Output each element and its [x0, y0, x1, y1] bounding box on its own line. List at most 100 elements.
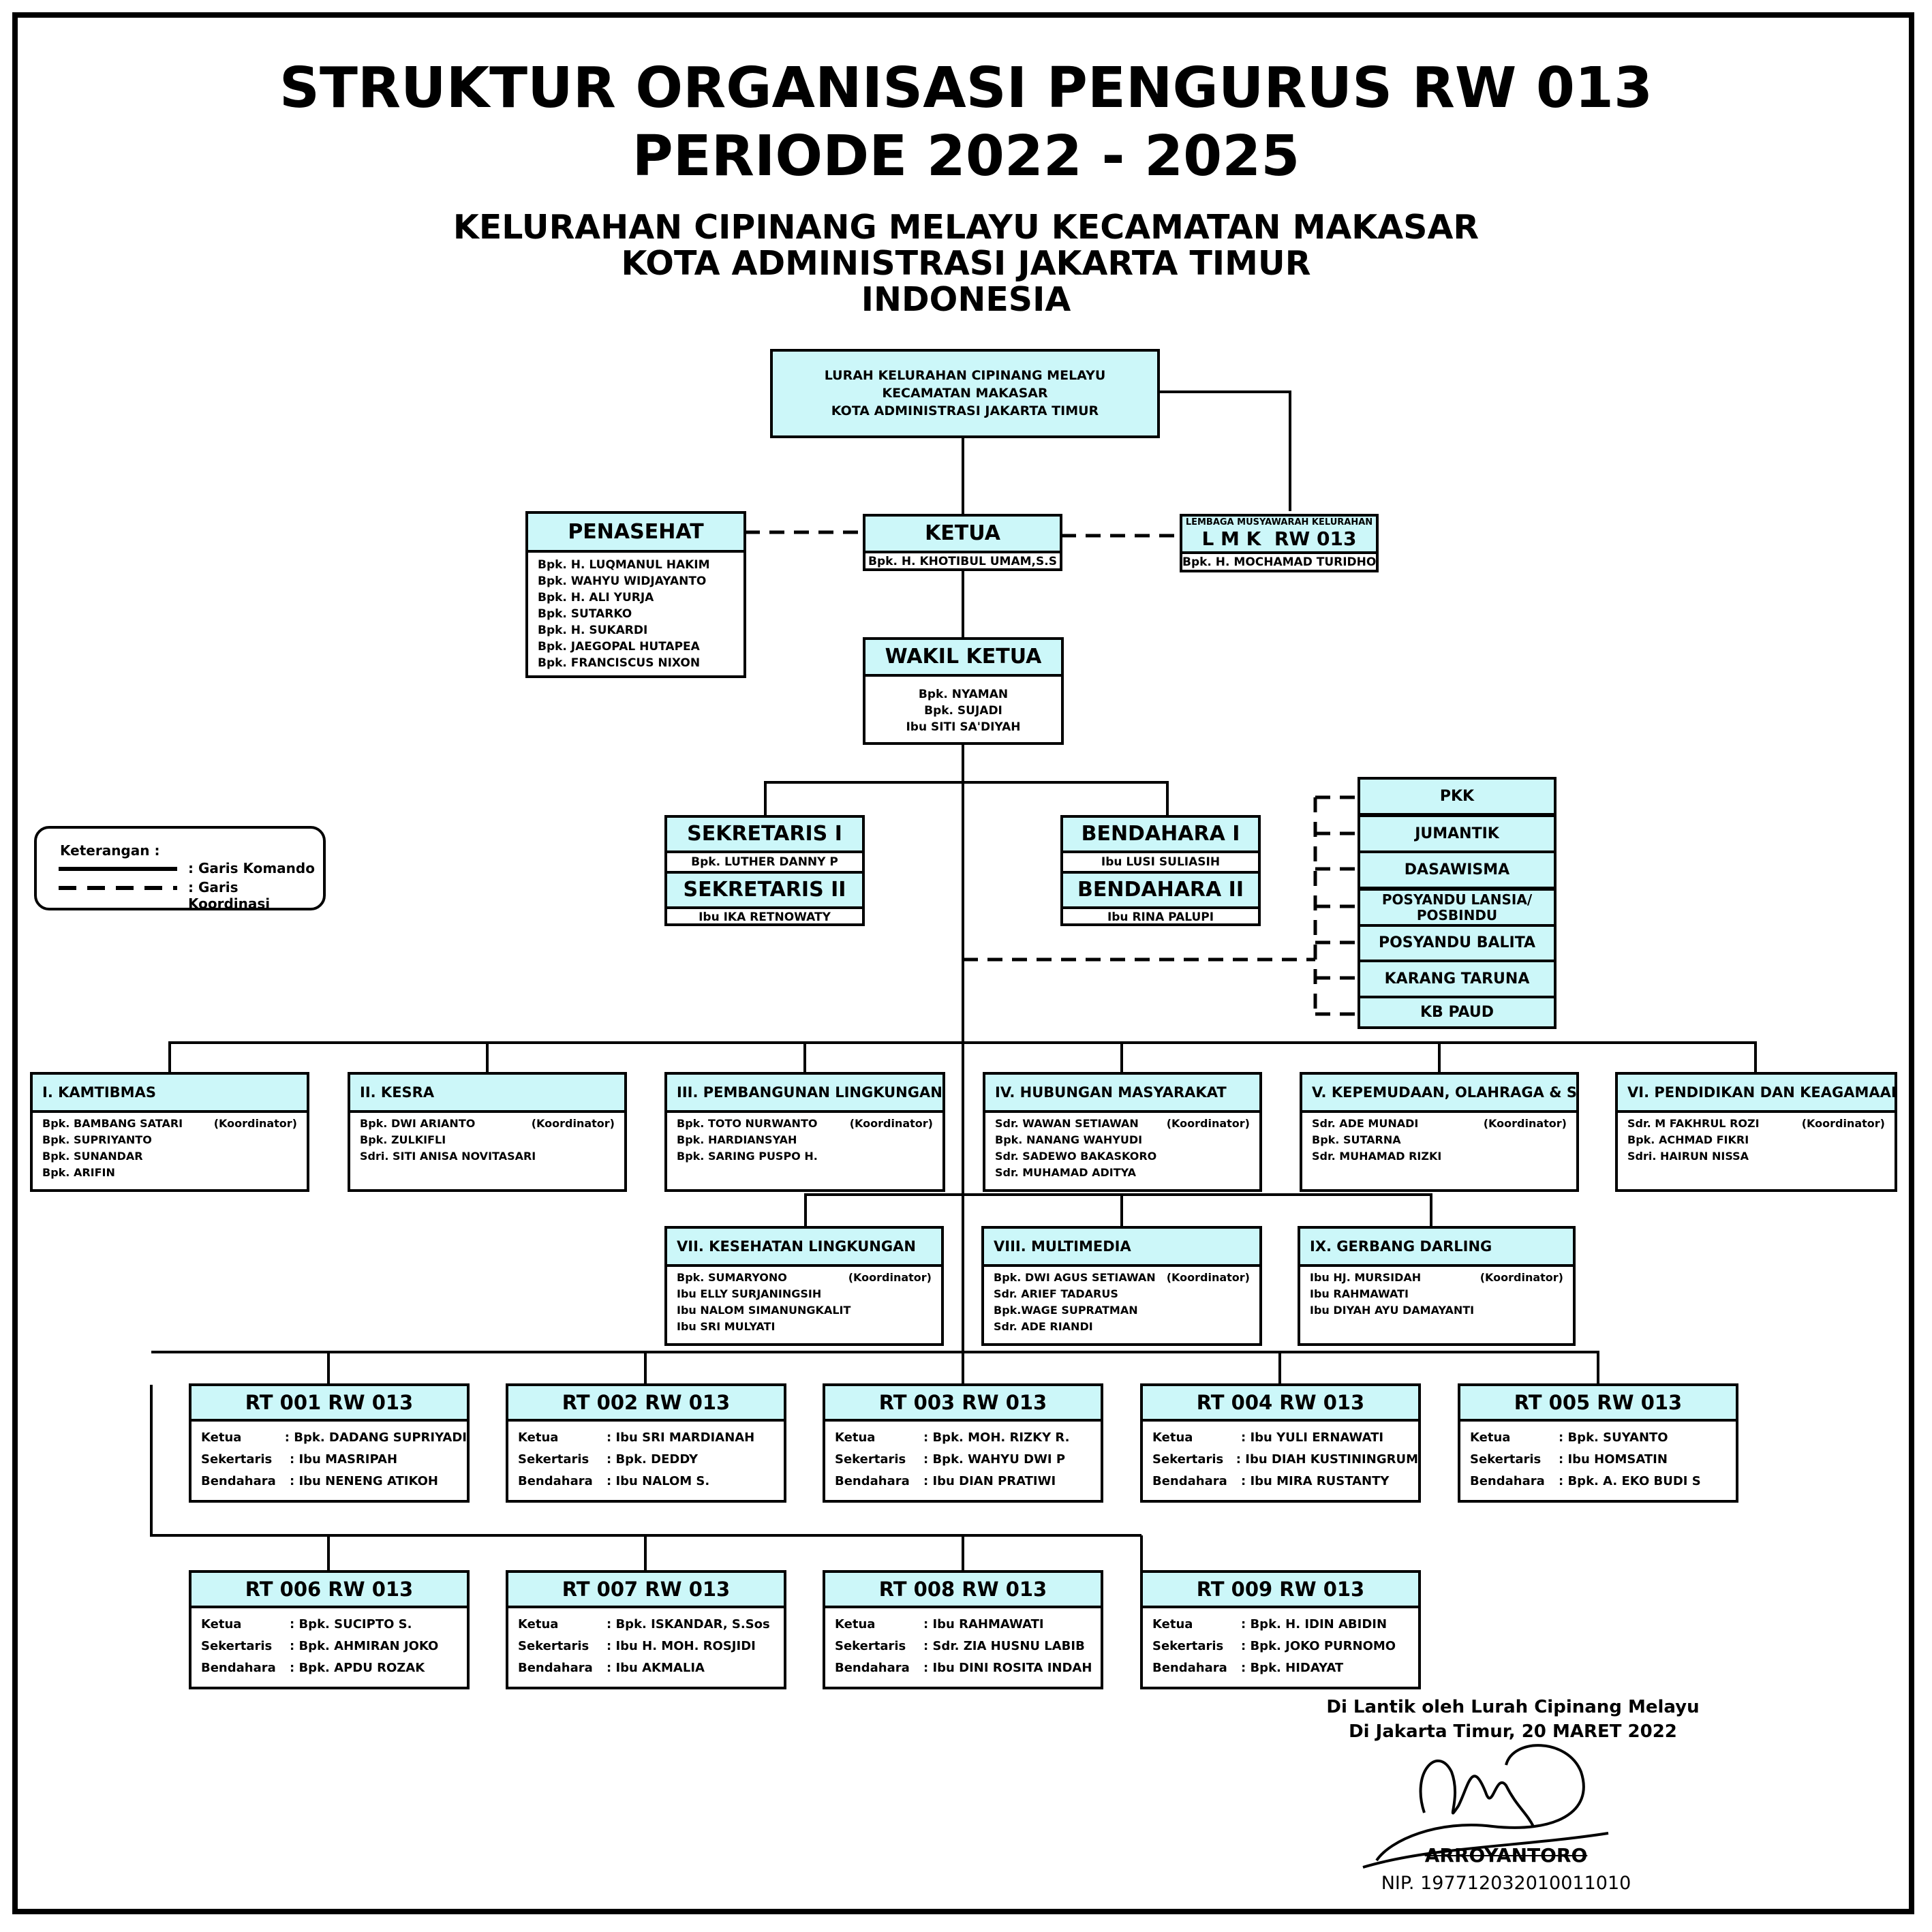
- rt-member-name: : Bpk. WAHYU DWI P: [923, 1452, 1066, 1467]
- seksi-title: II. KESRA: [350, 1075, 624, 1113]
- member-name: Sdr. M FAKHRUL ROZI: [1627, 1117, 1760, 1130]
- seksi-members: Bpk. DWI ARIANTO(Koordinator)Bpk. ZULKIF…: [350, 1113, 624, 1170]
- member-name: Bpk. NANANG WAHYUDI: [995, 1133, 1143, 1146]
- rt-title: RT 005 RW 013: [1460, 1386, 1736, 1422]
- rt-member-row: Bendahara: Ibu DIAN PRATIWI: [825, 1471, 1101, 1492]
- seksi-member: Bpk. BAMBANG SATARI(Koordinator): [42, 1116, 297, 1132]
- member-name: Sdr. MUHAMAD RIZKI: [1312, 1150, 1442, 1163]
- rt-member-row: Sekertaris: Bpk. AHMIRAN JOKO: [191, 1636, 467, 1657]
- rt-member-name: : Ibu MASRIPAH: [290, 1452, 398, 1467]
- rt-member-name: : Bpk. DADANG SUPRIYADI: [284, 1430, 467, 1445]
- member-name: Sdr. ADE RIANDI: [994, 1320, 1093, 1333]
- seksi-member: Bpk. SUPRIYANTO: [42, 1132, 297, 1148]
- subtitle-line1: KELURAHAN CIPINANG MELAYU KECAMATAN MAKA…: [453, 208, 1479, 247]
- rt-member-name: : Ibu HOMSATIN: [1559, 1452, 1668, 1467]
- rt-member-name: : Bpk. HIDAYAT: [1241, 1661, 1344, 1675]
- seksi-title: VII. KESEHATAN LINGKUNGAN: [667, 1229, 941, 1267]
- member-name: Ibu HJ. MURSIDAH: [1310, 1271, 1422, 1284]
- rt-member-row: Ketua: Bpk. H. IDIN ABIDIN: [1143, 1614, 1418, 1636]
- rt-role-label: Sekertaris: [1470, 1452, 1542, 1467]
- subtitle-line2: KOTA ADMINISTRASI JAKARTA TIMUR: [621, 244, 1311, 283]
- rt-title: RT 008 RW 013: [825, 1573, 1101, 1608]
- seksi-member: Sdr. SADEWO BAKASKORO: [995, 1148, 1250, 1165]
- rt-member-row: Bendahara: Ibu DINI ROSITA INDAH: [825, 1657, 1101, 1679]
- seksi-members: Sdr. ADE MUNADI(Koordinator)Bpk. SUTARNA…: [1302, 1113, 1576, 1170]
- rt-role-label: Sekertaris: [1152, 1639, 1224, 1653]
- legend: Keterangan : : Garis Komando : Garis Koo…: [34, 826, 326, 912]
- rt-role-label: Bendahara: [201, 1661, 276, 1675]
- rt-member-row: Sekertaris: Ibu DIAH KUSTININGRUM: [1143, 1449, 1418, 1471]
- member-name: Bpk. HARDIANSYAH: [677, 1133, 797, 1146]
- rt-member-row: Ketua: Bpk. DADANG SUPRIYADI: [191, 1427, 467, 1449]
- rt-member-row: Sekertaris: Bpk. DEDDY: [508, 1449, 784, 1471]
- coordination-unit: POSYANDU BALITA: [1358, 924, 1557, 962]
- rt-role-label: Sekertaris: [835, 1639, 906, 1653]
- outer-frame: [12, 12, 1914, 1914]
- seksi-member: Ibu ELLY SURJANINGSIH: [677, 1286, 932, 1302]
- rt-member-row: Ketua: Bpk. MOH. RIZKY R.: [825, 1427, 1101, 1449]
- seksi-title: IX. GERBANG DARLING: [1300, 1229, 1573, 1267]
- seksi-member: Sdr. MUHAMAD ADITYA: [995, 1165, 1250, 1181]
- rt-member-row: Ketua: Ibu RAHMAWATI: [825, 1614, 1101, 1636]
- coordination-unit: KB PAUD: [1358, 996, 1557, 1029]
- lurah-box: LURAH KELURAHAN CIPINANG MELAYU KECAMATA…: [770, 349, 1160, 438]
- ketua-box: KETUA Bpk. H. KHOTIBUL UMAM,S.S: [863, 514, 1062, 571]
- signature-line2: Di Jakarta Timur, 20 MARET 2022: [1349, 1721, 1677, 1742]
- rt-member-name: : Ibu MIRA RUSTANTY: [1241, 1474, 1390, 1488]
- rt-member-row: Bendahara: Bpk. A. EKO BUDI S: [1460, 1471, 1736, 1492]
- seksi-member: Sdr. ADE RIANDI: [994, 1319, 1250, 1335]
- signature-nip: NIP. 197712032010011010: [1381, 1873, 1631, 1894]
- seksi-member: Sdr. WAWAN SETIAWAN(Koordinator): [995, 1116, 1250, 1132]
- rt-member-name: : Bpk. MOH. RIZKY R.: [923, 1430, 1070, 1445]
- rt-member-row: Sekertaris: Ibu H. MOH. ROSJIDI: [508, 1636, 784, 1657]
- signature-mark: [1362, 1744, 1609, 1869]
- rt-role-label: Bendahara: [835, 1661, 910, 1675]
- rt-role-label: Sekertaris: [201, 1452, 273, 1467]
- rt-member-name: : Ibu YULI ERNAWATI: [1241, 1430, 1384, 1445]
- rt-member-row: Ketua: Ibu SRI MARDIANAH: [508, 1427, 784, 1449]
- rt-role-label: Bendahara: [1470, 1474, 1545, 1488]
- rt-role-label: Ketua: [201, 1617, 242, 1631]
- bendahara2-name: Ibu RINA PALUPI: [1107, 910, 1214, 924]
- seksi-member: Sdri. SITI ANISA NOVITASARI: [360, 1148, 615, 1165]
- rt-role-label: Ketua: [835, 1617, 876, 1631]
- rt-member-row: Bendahara: Ibu MIRA RUSTANTY: [1143, 1471, 1418, 1492]
- rt-title: RT 002 RW 013: [508, 1386, 784, 1422]
- member-role: (Koordinator): [1166, 1271, 1250, 1284]
- rt-title: RT 006 RW 013: [191, 1573, 467, 1608]
- legend-solid-line: [59, 867, 177, 871]
- member-name: Bpk. SUNANDAR: [42, 1150, 143, 1163]
- rt-member-name: : Bpk. APDU ROZAK: [290, 1661, 425, 1675]
- member-name: Sdr. SADEWO BAKASKORO: [995, 1150, 1157, 1163]
- penasehat-member: Bpk. SUTARKO: [538, 607, 632, 621]
- rt-role-label: Sekertaris: [835, 1452, 906, 1467]
- rt-member-name: : Ibu NALOM S.: [607, 1474, 710, 1488]
- lmk-name: Bpk. H. MOCHAMAD TURIDHO: [1182, 555, 1377, 569]
- rt-title: RT 004 RW 013: [1143, 1386, 1418, 1422]
- coordination-unit: POSYANDU LANSIA/ POSBINDU: [1358, 888, 1557, 927]
- legend-komando: : Garis Komando: [188, 860, 315, 876]
- wakil-ketua-member: Bpk. NYAMAN: [918, 688, 1009, 701]
- lmk-box: LEMBAGA MUSYAWARAH KELURAHAN L M K RW 01…: [1180, 514, 1379, 572]
- seksi-member: Bpk. ARIFIN: [42, 1165, 297, 1181]
- wakil-ketua-member: Ibu SITI SA'DIYAH: [906, 720, 1021, 734]
- rt-role-label: Bendahara: [201, 1474, 276, 1488]
- rt-role-label: Bendahara: [518, 1661, 593, 1675]
- rt-member-row: Sekertaris: Bpk. JOKO PURNOMO: [1143, 1636, 1418, 1657]
- coordination-unit: KARANG TARUNA: [1358, 960, 1557, 998]
- seksi-member: Bpk. SUNANDAR: [42, 1148, 297, 1165]
- ketua-title: KETUA: [865, 517, 1060, 553]
- member-name: Bpk. ARIFIN: [42, 1166, 115, 1179]
- seksi-member: Bpk.WAGE SUPRATMAN: [994, 1302, 1250, 1319]
- subtitle-line3: INDONESIA: [861, 280, 1071, 319]
- sekretaris-box: SEKRETARIS I Bpk. LUTHER DANNY P SEKRETA…: [664, 815, 865, 926]
